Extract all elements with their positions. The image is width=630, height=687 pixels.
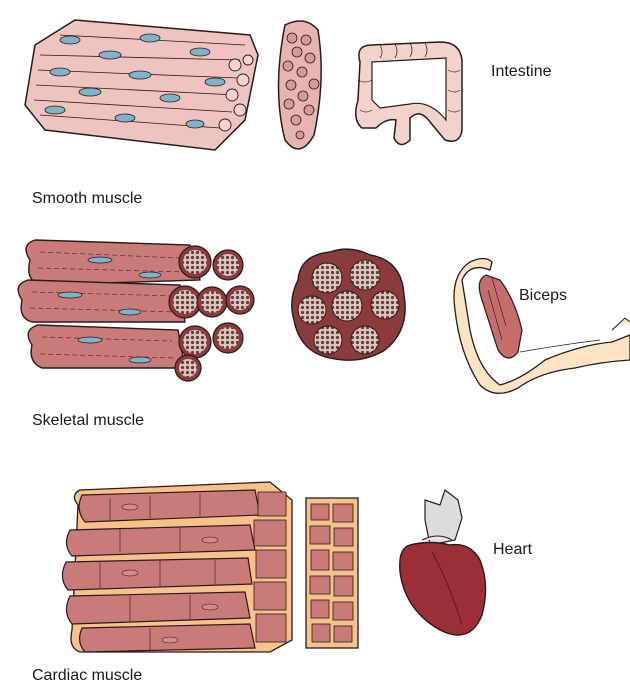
- row-title-skeletal: Skeletal muscle: [32, 412, 144, 430]
- row-title-cardiac: Cardiac muscle: [32, 667, 142, 685]
- organ-label-biceps: Biceps: [519, 287, 567, 305]
- biceps-arm-illustration: [454, 259, 630, 394]
- intestine-illustration: [356, 42, 462, 145]
- heart-illustration: [400, 490, 486, 635]
- smooth-muscle-cross-section: [279, 21, 322, 149]
- skeletal-muscle-fibers: [18, 240, 254, 381]
- smooth-muscle-sheet: [25, 20, 258, 150]
- cardiac-muscle-cross-section: [306, 498, 358, 648]
- cardiac-muscle-fibers: [62, 482, 292, 652]
- organ-label-intestine: Intestine: [491, 63, 551, 81]
- row-title-smooth: Smooth muscle: [32, 190, 142, 208]
- skeletal-muscle-cross-section: [292, 249, 405, 360]
- organ-label-heart: Heart: [493, 541, 532, 559]
